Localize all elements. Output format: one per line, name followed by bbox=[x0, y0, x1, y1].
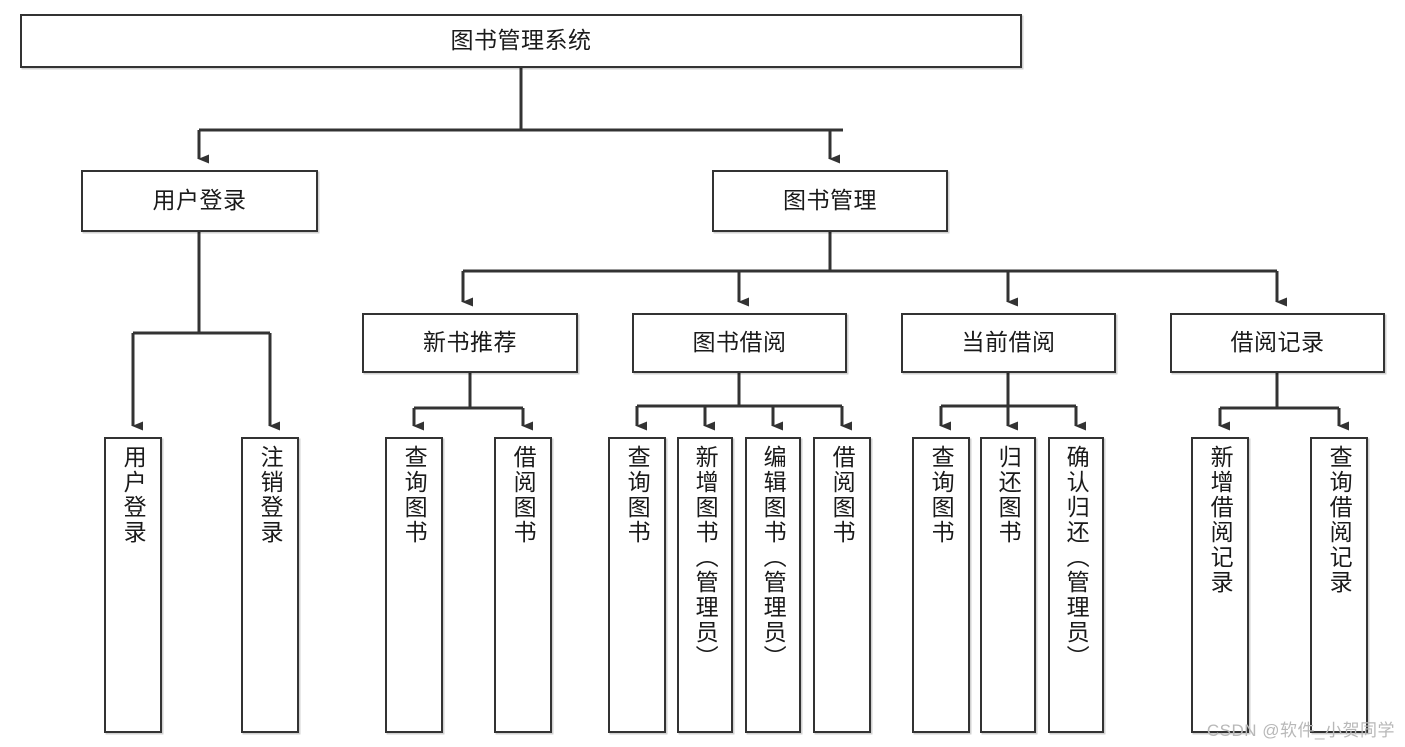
node-leaf-confirm-return-label: 确认归还（管理员） bbox=[1063, 445, 1090, 670]
node-root-label: 图书管理系统 bbox=[450, 27, 592, 54]
node-leaf-borrow-book-2-label: 借阅图书 bbox=[829, 445, 856, 545]
node-leaf-add-record[interactable]: 新增借阅记录 bbox=[1191, 437, 1249, 733]
node-leaf-return-book-label: 归还图书 bbox=[995, 445, 1022, 545]
node-leaf-logout[interactable]: 注销登录 bbox=[241, 437, 299, 733]
node-leaf-user-login-label: 用户登录 bbox=[120, 445, 147, 545]
node-leaf-user-login[interactable]: 用户登录 bbox=[104, 437, 162, 733]
node-leaf-query-record-label: 查询借阅记录 bbox=[1326, 445, 1353, 595]
node-leaf-query-book-3-label: 查询图书 bbox=[928, 445, 955, 545]
node-leaf-query-book-1[interactable]: 查询图书 bbox=[385, 437, 443, 733]
node-leaf-query-record[interactable]: 查询借阅记录 bbox=[1310, 437, 1368, 733]
watermark: CSDN @软件_小贺同学 bbox=[1206, 721, 1395, 740]
node-leaf-borrow-book-2[interactable]: 借阅图书 bbox=[813, 437, 871, 733]
node-leaf-add-record-label: 新增借阅记录 bbox=[1207, 445, 1234, 595]
node-borrow-record[interactable]: 借阅记录 bbox=[1170, 313, 1385, 373]
node-borrow-record-label: 借阅记录 bbox=[1230, 329, 1325, 356]
node-leaf-query-book-2-label: 查询图书 bbox=[624, 445, 651, 545]
node-current-borrow[interactable]: 当前借阅 bbox=[901, 313, 1116, 373]
node-book-manage[interactable]: 图书管理 bbox=[712, 170, 948, 232]
node-user-login[interactable]: 用户登录 bbox=[81, 170, 318, 232]
node-book-manage-label: 图书管理 bbox=[783, 187, 877, 214]
node-leaf-borrow-book-1-label: 借阅图书 bbox=[510, 445, 537, 545]
node-new-book-rec-label: 新书推荐 bbox=[423, 329, 517, 356]
node-leaf-add-book[interactable]: 新增图书（管理员） bbox=[677, 437, 733, 733]
node-leaf-add-book-label: 新增图书（管理员） bbox=[692, 445, 719, 670]
node-leaf-query-book-3[interactable]: 查询图书 bbox=[912, 437, 970, 733]
node-book-borrow[interactable]: 图书借阅 bbox=[632, 313, 847, 373]
node-leaf-query-book-1-label: 查询图书 bbox=[401, 445, 428, 545]
node-new-book-rec[interactable]: 新书推荐 bbox=[362, 313, 578, 373]
node-leaf-query-book-2[interactable]: 查询图书 bbox=[608, 437, 666, 733]
node-book-borrow-label: 图书借阅 bbox=[692, 329, 787, 356]
node-leaf-edit-book[interactable]: 编辑图书（管理员） bbox=[745, 437, 801, 733]
node-root[interactable]: 图书管理系统 bbox=[20, 14, 1022, 68]
node-user-login-label: 用户登录 bbox=[152, 187, 247, 214]
node-leaf-borrow-book-1[interactable]: 借阅图书 bbox=[494, 437, 552, 733]
node-leaf-confirm-return[interactable]: 确认归还（管理员） bbox=[1048, 437, 1104, 733]
node-current-borrow-label: 当前借阅 bbox=[961, 329, 1056, 356]
node-leaf-edit-book-label: 编辑图书（管理员） bbox=[760, 445, 787, 670]
node-leaf-return-book[interactable]: 归还图书 bbox=[980, 437, 1036, 733]
node-leaf-logout-label: 注销登录 bbox=[257, 445, 284, 545]
